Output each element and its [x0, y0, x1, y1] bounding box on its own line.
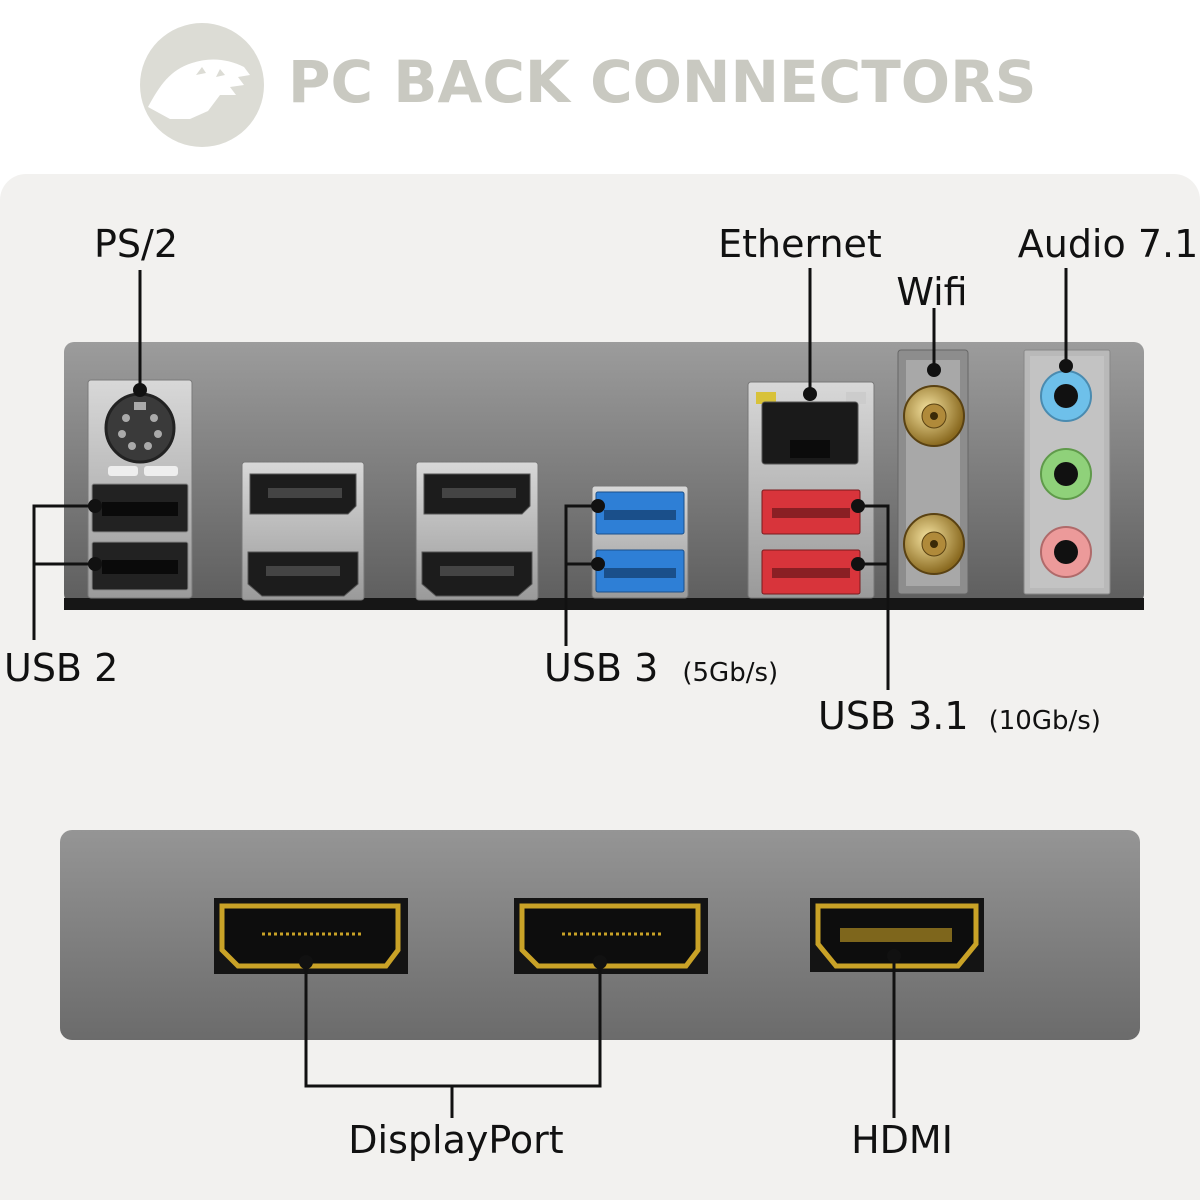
label-usb3-speed: (5Gb/s) — [682, 658, 778, 688]
rear-io-panel-edge — [64, 598, 1144, 610]
ps2-usb2-stack — [87, 379, 193, 599]
header: PC BACK CONNECTORS — [0, 0, 1200, 170]
label-ps2: PS/2 — [94, 222, 178, 266]
label-audio: Audio 7.1 — [1018, 222, 1199, 266]
leader-lines-rear — [32, 268, 1068, 690]
board-video-stack-2 — [415, 461, 539, 601]
label-displayport: DisplayPort — [348, 1118, 563, 1162]
leader-lines-gpu — [304, 956, 896, 1118]
board-video-stack-1 — [241, 461, 365, 601]
label-usb2: USB 2 — [4, 646, 118, 690]
page-title: PC BACK CONNECTORS — [288, 48, 1037, 116]
usb3-stack — [591, 485, 689, 599]
gpu-hdmi[interactable] — [810, 898, 984, 972]
label-ethernet: Ethernet — [718, 222, 882, 266]
ethernet-port[interactable] — [761, 401, 859, 465]
audio-block — [1023, 349, 1111, 595]
ethernet-usb31-stack — [747, 381, 875, 599]
label-usb3-name: USB 3 — [544, 646, 658, 690]
gpu-displayport-2[interactable] — [514, 898, 708, 974]
wifi-module — [897, 349, 969, 595]
label-wifi: Wifi — [896, 270, 967, 314]
dinosaur-logo-icon — [140, 23, 264, 147]
label-usb31-name: USB 3.1 — [818, 694, 969, 738]
leader-dots-gpu — [299, 949, 901, 969]
label-usb3: USB 3 (5Gb/s) — [544, 646, 778, 690]
label-usb31-speed: (10Gb/s) — [989, 706, 1101, 736]
label-usb31: USB 3.1 (10Gb/s) — [818, 694, 1101, 738]
label-hdmi: HDMI — [851, 1118, 953, 1162]
leader-dots-rear — [88, 359, 1073, 571]
